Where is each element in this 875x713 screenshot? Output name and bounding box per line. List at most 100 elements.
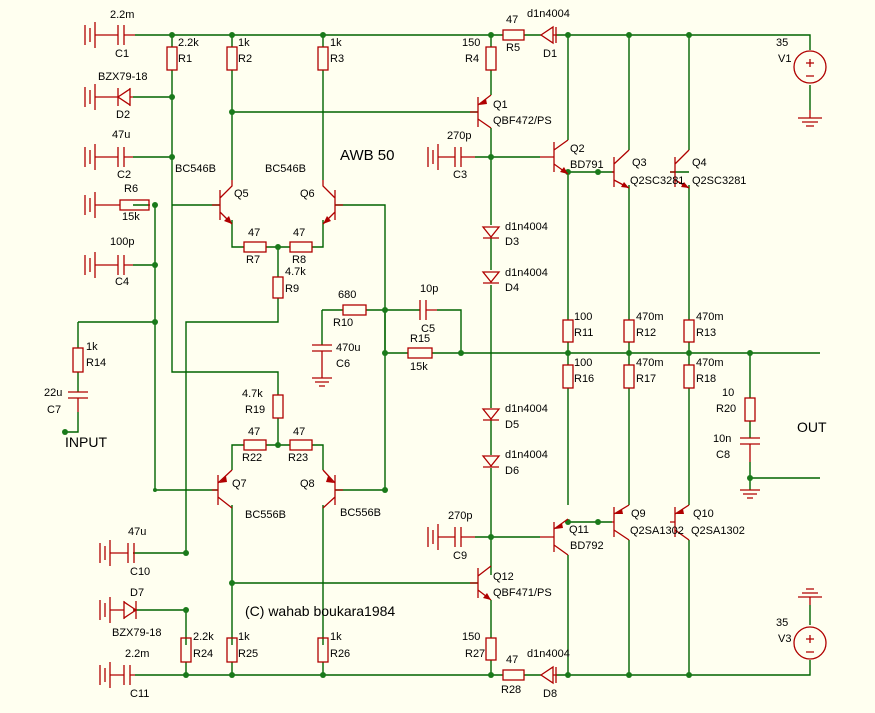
- r8-value: 47: [293, 227, 305, 239]
- r5-ref: R5: [506, 42, 520, 54]
- q3-ref: Q3: [632, 157, 647, 169]
- d3-value: d1n4004: [505, 221, 548, 233]
- d2-ref: D2: [116, 109, 130, 121]
- c3-value: 270p: [447, 130, 471, 142]
- r5-value: 47: [506, 14, 518, 26]
- r12-value: 470m: [636, 311, 664, 323]
- q5-value: BC546B: [175, 163, 216, 175]
- d1-ref: D1: [543, 48, 557, 60]
- q1-value: QBF472/PS: [493, 115, 552, 127]
- q2-value: BD791: [570, 159, 604, 171]
- q4-ref: Q4: [692, 157, 707, 169]
- r24-ref: R24: [193, 648, 213, 660]
- horizontal-resistors: [243, 29, 525, 681]
- r19-value: 4.7k: [242, 388, 263, 400]
- r4-value: 150: [462, 37, 480, 49]
- r27-ref: R27: [465, 648, 485, 660]
- voltage-sources: [793, 50, 827, 660]
- q11-ref: Q11: [569, 524, 589, 536]
- vertical-resistors: [72, 46, 756, 663]
- r18-ref: R18: [696, 373, 716, 385]
- r3-ref: R3: [330, 53, 344, 65]
- q12-value: QBF471/PS: [493, 587, 552, 599]
- r17-value: 470m: [636, 357, 664, 369]
- diodes: [481, 25, 557, 685]
- r26-ref: R26: [330, 648, 350, 660]
- q10-value: Q2SA1302: [691, 525, 745, 537]
- d2-value: BZX79-18: [98, 71, 148, 83]
- c9-value: 270p: [448, 510, 472, 522]
- v3-value: 35: [776, 617, 788, 629]
- q8-ref: Q8: [300, 478, 315, 490]
- wires: [65, 34, 820, 676]
- q6-value: BC546B: [265, 163, 306, 175]
- r15-ref: R15: [410, 333, 430, 345]
- caps-misc: [68, 110, 822, 605]
- r15-value: 15k: [410, 361, 428, 373]
- r13-ref: R13: [696, 327, 716, 339]
- d5-ref: D5: [505, 419, 519, 431]
- r13-value: 470m: [696, 311, 724, 323]
- r7-ref: R7: [246, 254, 260, 266]
- resistor-r6: [84, 192, 150, 218]
- d7-ref: D7: [130, 587, 144, 599]
- r25-ref: R25: [238, 648, 258, 660]
- cap-c11: [99, 662, 135, 688]
- c5-value: 10p: [420, 283, 438, 295]
- r14-value: 1k: [86, 341, 98, 353]
- c2-ref: C2: [117, 169, 131, 181]
- r12-ref: R12: [636, 327, 656, 339]
- zener-d7: [99, 597, 138, 623]
- r9-ref: R9: [285, 283, 299, 295]
- c3-ref: C3: [453, 169, 467, 181]
- d6-ref: D6: [505, 465, 519, 477]
- v1-ref: V1: [778, 53, 791, 65]
- c4-value: 100p: [110, 236, 134, 248]
- r19-ref: R19: [245, 404, 265, 416]
- r28-ref: R28: [501, 684, 521, 696]
- r11-ref: R11: [574, 327, 593, 339]
- c1-value: 2.2m: [110, 9, 134, 21]
- r7-value: 47: [248, 227, 260, 239]
- r17-ref: R17: [636, 373, 656, 385]
- r22-value: 47: [248, 426, 260, 438]
- q7-ref: Q7: [232, 478, 247, 490]
- c11-ref: C11: [130, 688, 149, 700]
- r18-value: 470m: [696, 357, 724, 369]
- transistors: [212, 94, 690, 601]
- d7-value: BZX79-18: [112, 627, 162, 639]
- r14-ref: R14: [86, 357, 106, 369]
- input-label: INPUT: [65, 434, 107, 450]
- q10-ref: Q10: [693, 508, 714, 520]
- v3-ref: V3: [778, 633, 791, 645]
- c9-ref: C9: [453, 550, 467, 562]
- q12-ref: Q12: [493, 571, 514, 583]
- d8-value: d1n4004: [527, 648, 570, 660]
- r20-value: 10: [722, 387, 734, 399]
- c5-ref: C5: [421, 323, 435, 335]
- title: AWB 50: [340, 147, 394, 164]
- q7-value: BC556B: [245, 509, 286, 521]
- d8-ref: D8: [543, 688, 557, 700]
- c7-value: 22u: [44, 387, 62, 399]
- r22-ref: R22: [242, 452, 262, 464]
- r4-ref: R4: [465, 53, 479, 65]
- r24-value: 2.2k: [193, 631, 214, 643]
- cap-c1: [84, 22, 135, 48]
- d6-value: d1n4004: [505, 449, 548, 461]
- c7-ref: C7: [47, 404, 61, 416]
- q11-value: BD792: [570, 540, 604, 552]
- r1-value: 2.2k: [178, 37, 199, 49]
- c8-value: 10n: [713, 433, 731, 445]
- q9-ref: Q9: [631, 508, 646, 520]
- d4-ref: D4: [505, 282, 519, 294]
- c2-value: 47u: [112, 129, 130, 141]
- component-labels: 2.2m C1 BZX79-18 D2 47u C2 R6 15k 100p C…: [44, 8, 791, 700]
- r26-value: 1k: [330, 631, 342, 643]
- q5-ref: Q5: [234, 188, 249, 200]
- q3-value: Q2SC3281: [630, 175, 684, 187]
- c11-value: 2.2m: [125, 648, 149, 660]
- r27-value: 150: [462, 631, 480, 643]
- c10-value: 47u: [128, 526, 146, 538]
